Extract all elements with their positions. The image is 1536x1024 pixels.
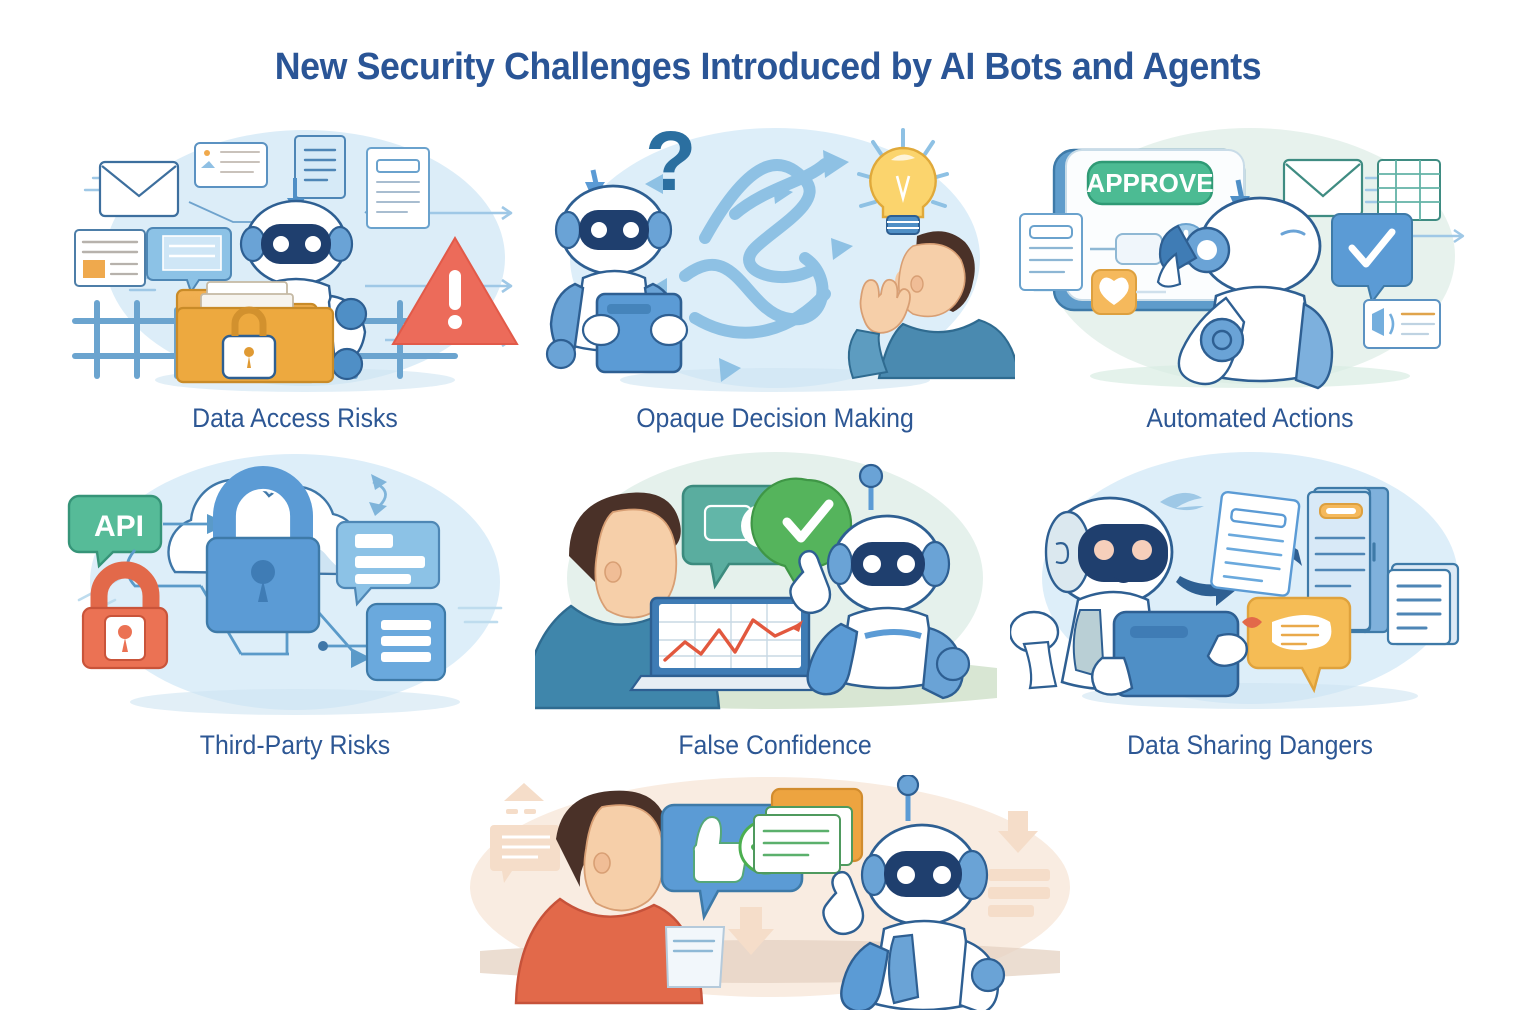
spreadsheet-icon xyxy=(1377,159,1441,221)
file-cabinet-icon xyxy=(1306,486,1390,634)
document-icon xyxy=(1019,213,1083,291)
robot-icon xyxy=(1156,179,1334,390)
yellow-chat-bubble-icon xyxy=(1242,596,1352,694)
illustration-opaque-decision-making: ? xyxy=(545,118,1015,392)
raised-hand-icon xyxy=(847,278,911,380)
panel-caption: Data Access Risks xyxy=(192,403,398,433)
laptop-screen xyxy=(659,604,801,668)
ground-shadow xyxy=(130,689,460,715)
envelope-icon xyxy=(98,160,180,218)
robot-icon xyxy=(1010,496,1248,698)
checkmark-card-icon xyxy=(1331,213,1413,305)
notification-card-icon xyxy=(194,142,268,188)
blue-padlock-icon xyxy=(205,466,321,634)
approve-button-label: APPROVE xyxy=(1086,168,1213,198)
illustration-data-sharing-dangers xyxy=(1010,452,1460,709)
illustration-false-confidence xyxy=(535,452,997,710)
background-shapes xyxy=(490,783,560,883)
panel-caption: Third-Party Risks xyxy=(199,730,391,760)
document-icon xyxy=(664,926,726,988)
laptop-icon xyxy=(628,596,836,692)
lightbulb-icon xyxy=(857,128,949,235)
shirt xyxy=(877,318,1015,380)
illustration-automated-actions: APPROVE xyxy=(1019,128,1465,390)
panel-caption: False Confidence xyxy=(678,730,872,760)
api-badge: API xyxy=(67,494,163,569)
panel-automated-actions: APPROVE xyxy=(1010,118,1490,448)
stacked-cards-icon xyxy=(753,787,864,874)
pointing-hand-icon xyxy=(789,549,859,696)
tangled-arrows-icon xyxy=(679,158,831,339)
page-title: New Security Challenges Introduced by AI… xyxy=(274,46,1262,88)
locked-folder-icon xyxy=(175,281,335,384)
document-icon xyxy=(1386,562,1460,646)
panel-caption: Data Sharing Dangers xyxy=(1127,730,1373,760)
notification-card-icon xyxy=(1363,299,1441,349)
illustration-data-access-risks xyxy=(72,130,519,392)
panel-data-sharing-dangers: Data Sharing Dangers xyxy=(1010,440,1490,770)
line-chart-icon xyxy=(659,604,803,668)
envelope-icon xyxy=(1282,158,1364,218)
document-icon xyxy=(294,135,346,199)
panel-caption: Opaque Decision Making xyxy=(636,403,914,433)
document-card-icon xyxy=(365,602,447,682)
chat-bubble-icon xyxy=(335,520,441,607)
panel-data-access-risks: Data Access Risks xyxy=(55,118,535,448)
article-card-icon xyxy=(74,229,146,287)
robot-icon xyxy=(545,169,689,374)
background-shapes xyxy=(728,811,1050,955)
robot-icon xyxy=(789,463,971,700)
illustration-human-ai-trust xyxy=(470,775,1070,1010)
api-badge-label: API xyxy=(94,510,144,543)
chat-bubble-icon xyxy=(146,227,232,295)
paper-plane-icon xyxy=(1160,492,1204,511)
panel-human-ai-trust xyxy=(460,775,1080,1010)
person-icon xyxy=(514,790,726,1005)
red-padlock-icon xyxy=(81,561,169,670)
approve-button[interactable]: APPROVE xyxy=(1086,160,1214,206)
shield-heart-icon xyxy=(1091,269,1166,315)
illustration-third-party-risks: API xyxy=(67,454,503,715)
pointing-hand-icon xyxy=(822,870,890,1010)
panel-third-party-risks: API xyxy=(55,440,535,770)
warning-triangle-icon xyxy=(391,236,519,345)
panel-false-confidence: False Confidence xyxy=(535,440,1015,770)
robot-icon xyxy=(822,775,1006,1010)
panel-opaque-decision-making: ? xyxy=(535,118,1015,448)
question-mark-icon: ? xyxy=(645,118,696,208)
document-icon xyxy=(366,147,430,229)
person-icon xyxy=(847,231,1015,380)
panel-caption: Automated Actions xyxy=(1146,403,1354,433)
document-icon xyxy=(1210,490,1301,597)
